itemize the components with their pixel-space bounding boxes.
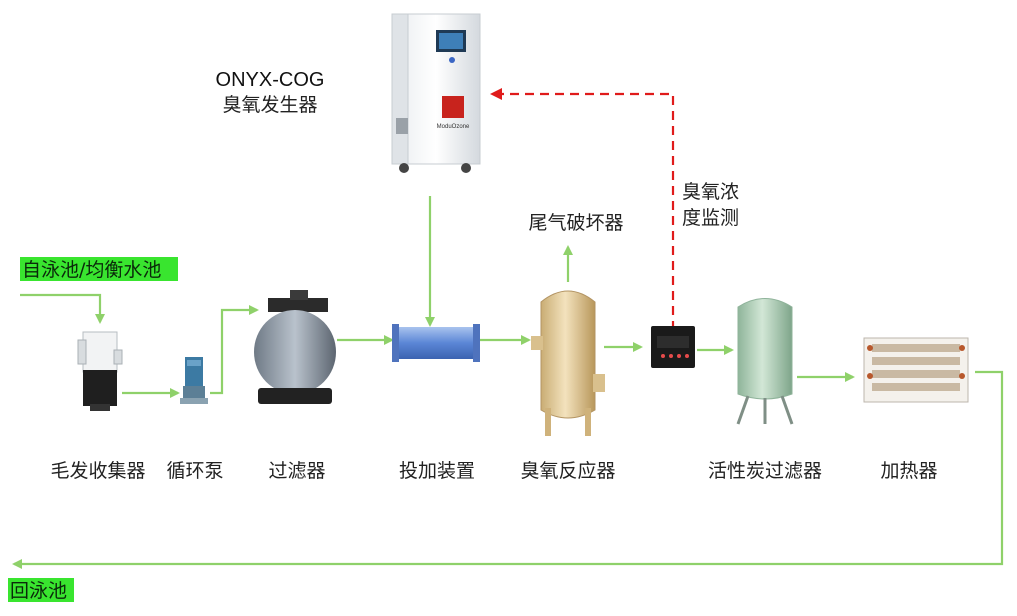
- inlet-arrow: [20, 293, 105, 324]
- monitor-label-line2: 度监测: [682, 207, 739, 229]
- return-tag: 回泳池: [10, 580, 67, 602]
- inlet-tag: 自泳池/均衡水池: [22, 259, 161, 281]
- label-heater: 加热器: [880, 460, 937, 482]
- sand-filter-image: [254, 290, 336, 404]
- label-hair-collector: 毛发收集器: [50, 460, 145, 482]
- carbon-filter-image: [736, 298, 794, 425]
- ozone-generator-image: ModuOzone: [391, 13, 481, 173]
- injector-image: [392, 324, 480, 362]
- label-injector: 投加装置: [399, 460, 475, 482]
- label-circulation-pump: 循环泵: [166, 460, 223, 482]
- inlet-tag-bg: [20, 257, 178, 281]
- label-ozone-reactor: 臭氧反应器: [520, 460, 615, 482]
- monitor-label-line1: 臭氧浓: [682, 181, 739, 203]
- label-filter: 过滤器: [268, 460, 325, 482]
- circulation-pump-image: [180, 357, 208, 404]
- label-carbon-filter: 活性炭过滤器: [708, 460, 822, 482]
- offgas-destructor-label: 尾气破坏器: [528, 212, 623, 234]
- return-tag-bg: [8, 578, 74, 602]
- ozone-reactor-image: [531, 290, 605, 436]
- hair-collector-image: [77, 331, 123, 411]
- ozone-monitor-image: [651, 326, 695, 368]
- flow-lines: [12, 196, 1004, 569]
- return-arrow: [12, 370, 1004, 569]
- pump-to-filter-arrow: [210, 305, 259, 395]
- moduozone-logo: [442, 96, 464, 118]
- generator-label: 臭氧发生器: [222, 94, 317, 116]
- ozone-feedback-line: [490, 88, 675, 330]
- heater-image: [863, 337, 969, 403]
- generator-model: ONYX-COG: [216, 69, 325, 91]
- logo-text: ModuOzone: [437, 124, 470, 130]
